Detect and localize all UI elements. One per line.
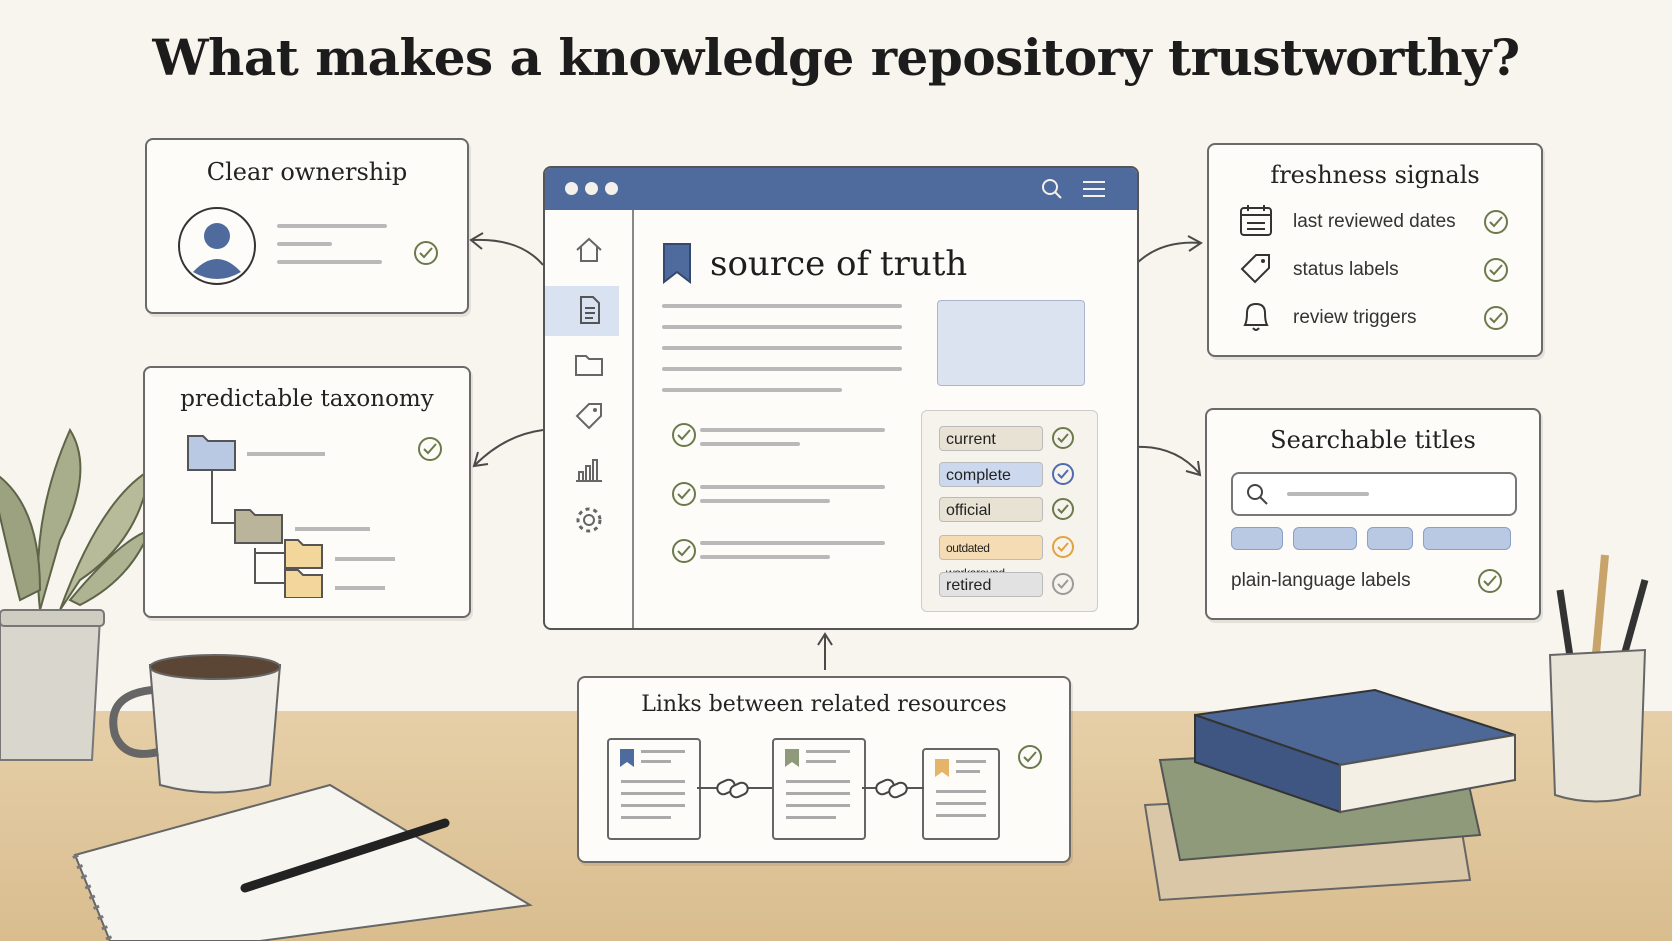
gear-icon[interactable] — [573, 504, 605, 536]
status-check-icon — [1052, 498, 1074, 520]
status-label[interactable]: outdated workaround — [939, 535, 1043, 580]
linked-document[interactable] — [922, 748, 1000, 840]
window-heading: source of truth — [710, 244, 968, 284]
searchable-footer-label: plain-language labels — [1231, 570, 1411, 591]
status-check-icon — [1052, 573, 1074, 595]
status-label[interactable]: current — [939, 426, 1043, 451]
window-dot[interactable] — [585, 182, 598, 195]
card-title: Clear ownership — [206, 158, 408, 186]
link-icon — [697, 778, 772, 799]
card-searchable-titles: Searchable titles plain-language labels — [1205, 408, 1541, 620]
linked-document[interactable] — [772, 738, 866, 840]
bookmark-icon — [663, 243, 691, 284]
notebook-illustration — [72, 783, 533, 941]
freshness-item-label: last reviewed dates — [1293, 211, 1456, 232]
page-title: What makes a knowledge repository trustw… — [152, 28, 1520, 87]
window-titlebar — [545, 168, 1137, 210]
bell-icon — [1243, 302, 1269, 331]
check-icon — [414, 241, 438, 265]
filter-chip[interactable] — [1367, 527, 1413, 550]
check-icon — [1484, 210, 1508, 234]
connector-arrows — [469, 232, 1203, 670]
status-label[interactable]: retired — [939, 572, 1043, 597]
pencil-cup-illustration — [1548, 554, 1649, 803]
avatar — [178, 207, 256, 285]
card-title: predictable taxonomy — [180, 386, 434, 412]
check-icon — [1484, 258, 1508, 282]
check-icon — [672, 482, 696, 506]
check-icon — [418, 437, 442, 461]
tag-icon[interactable] — [573, 400, 605, 432]
plant-illustration — [0, 427, 152, 761]
search-input[interactable] — [1231, 472, 1517, 516]
linked-document[interactable] — [607, 738, 701, 840]
filter-chip[interactable] — [1231, 527, 1283, 550]
check-icon — [1484, 306, 1508, 330]
search-icon — [1247, 484, 1268, 505]
card-title: Searchable titles — [1270, 426, 1476, 454]
card-clear-ownership: Clear ownership — [145, 138, 469, 314]
status-check-icon — [1052, 427, 1074, 449]
home-icon[interactable] — [573, 234, 605, 266]
card-title: freshness signals — [1270, 161, 1480, 189]
menu-icon[interactable] — [1083, 180, 1105, 198]
card-freshness-signals: freshness signals last reviewed dates st… — [1207, 143, 1543, 357]
coffee-mug-illustration — [109, 654, 282, 794]
filter-chip[interactable] — [1423, 527, 1511, 550]
status-check-icon — [1052, 463, 1074, 485]
check-icon — [1018, 745, 1042, 769]
calendar-icon — [1240, 205, 1272, 236]
status-label[interactable]: official — [939, 497, 1043, 522]
status-check-icon — [1052, 536, 1074, 558]
card-predictable-taxonomy: predictable taxonomy — [143, 366, 471, 618]
tag-icon — [1240, 254, 1270, 284]
document-icon[interactable] — [573, 294, 605, 326]
chart-icon[interactable] — [573, 452, 605, 484]
sidebar-divider — [632, 210, 634, 628]
folder-tree — [187, 435, 395, 598]
window-dot[interactable] — [605, 182, 618, 195]
search-icon[interactable] — [1041, 178, 1063, 200]
check-icon — [1478, 569, 1502, 593]
image-placeholder — [937, 300, 1085, 386]
check-icon — [672, 423, 696, 447]
window-dot[interactable] — [565, 182, 578, 195]
link-icon — [862, 778, 924, 799]
folder-icon[interactable] — [573, 348, 605, 380]
freshness-item-label: review triggers — [1293, 307, 1417, 328]
check-icon — [672, 539, 696, 563]
status-label[interactable]: complete — [939, 462, 1043, 487]
freshness-item-label: status labels — [1293, 259, 1399, 280]
books-illustration — [1143, 688, 1516, 902]
filter-chip[interactable] — [1293, 527, 1357, 550]
card-links-between-resources: Links between related resources — [577, 676, 1071, 863]
card-title: Links between related resources — [641, 692, 1007, 717]
